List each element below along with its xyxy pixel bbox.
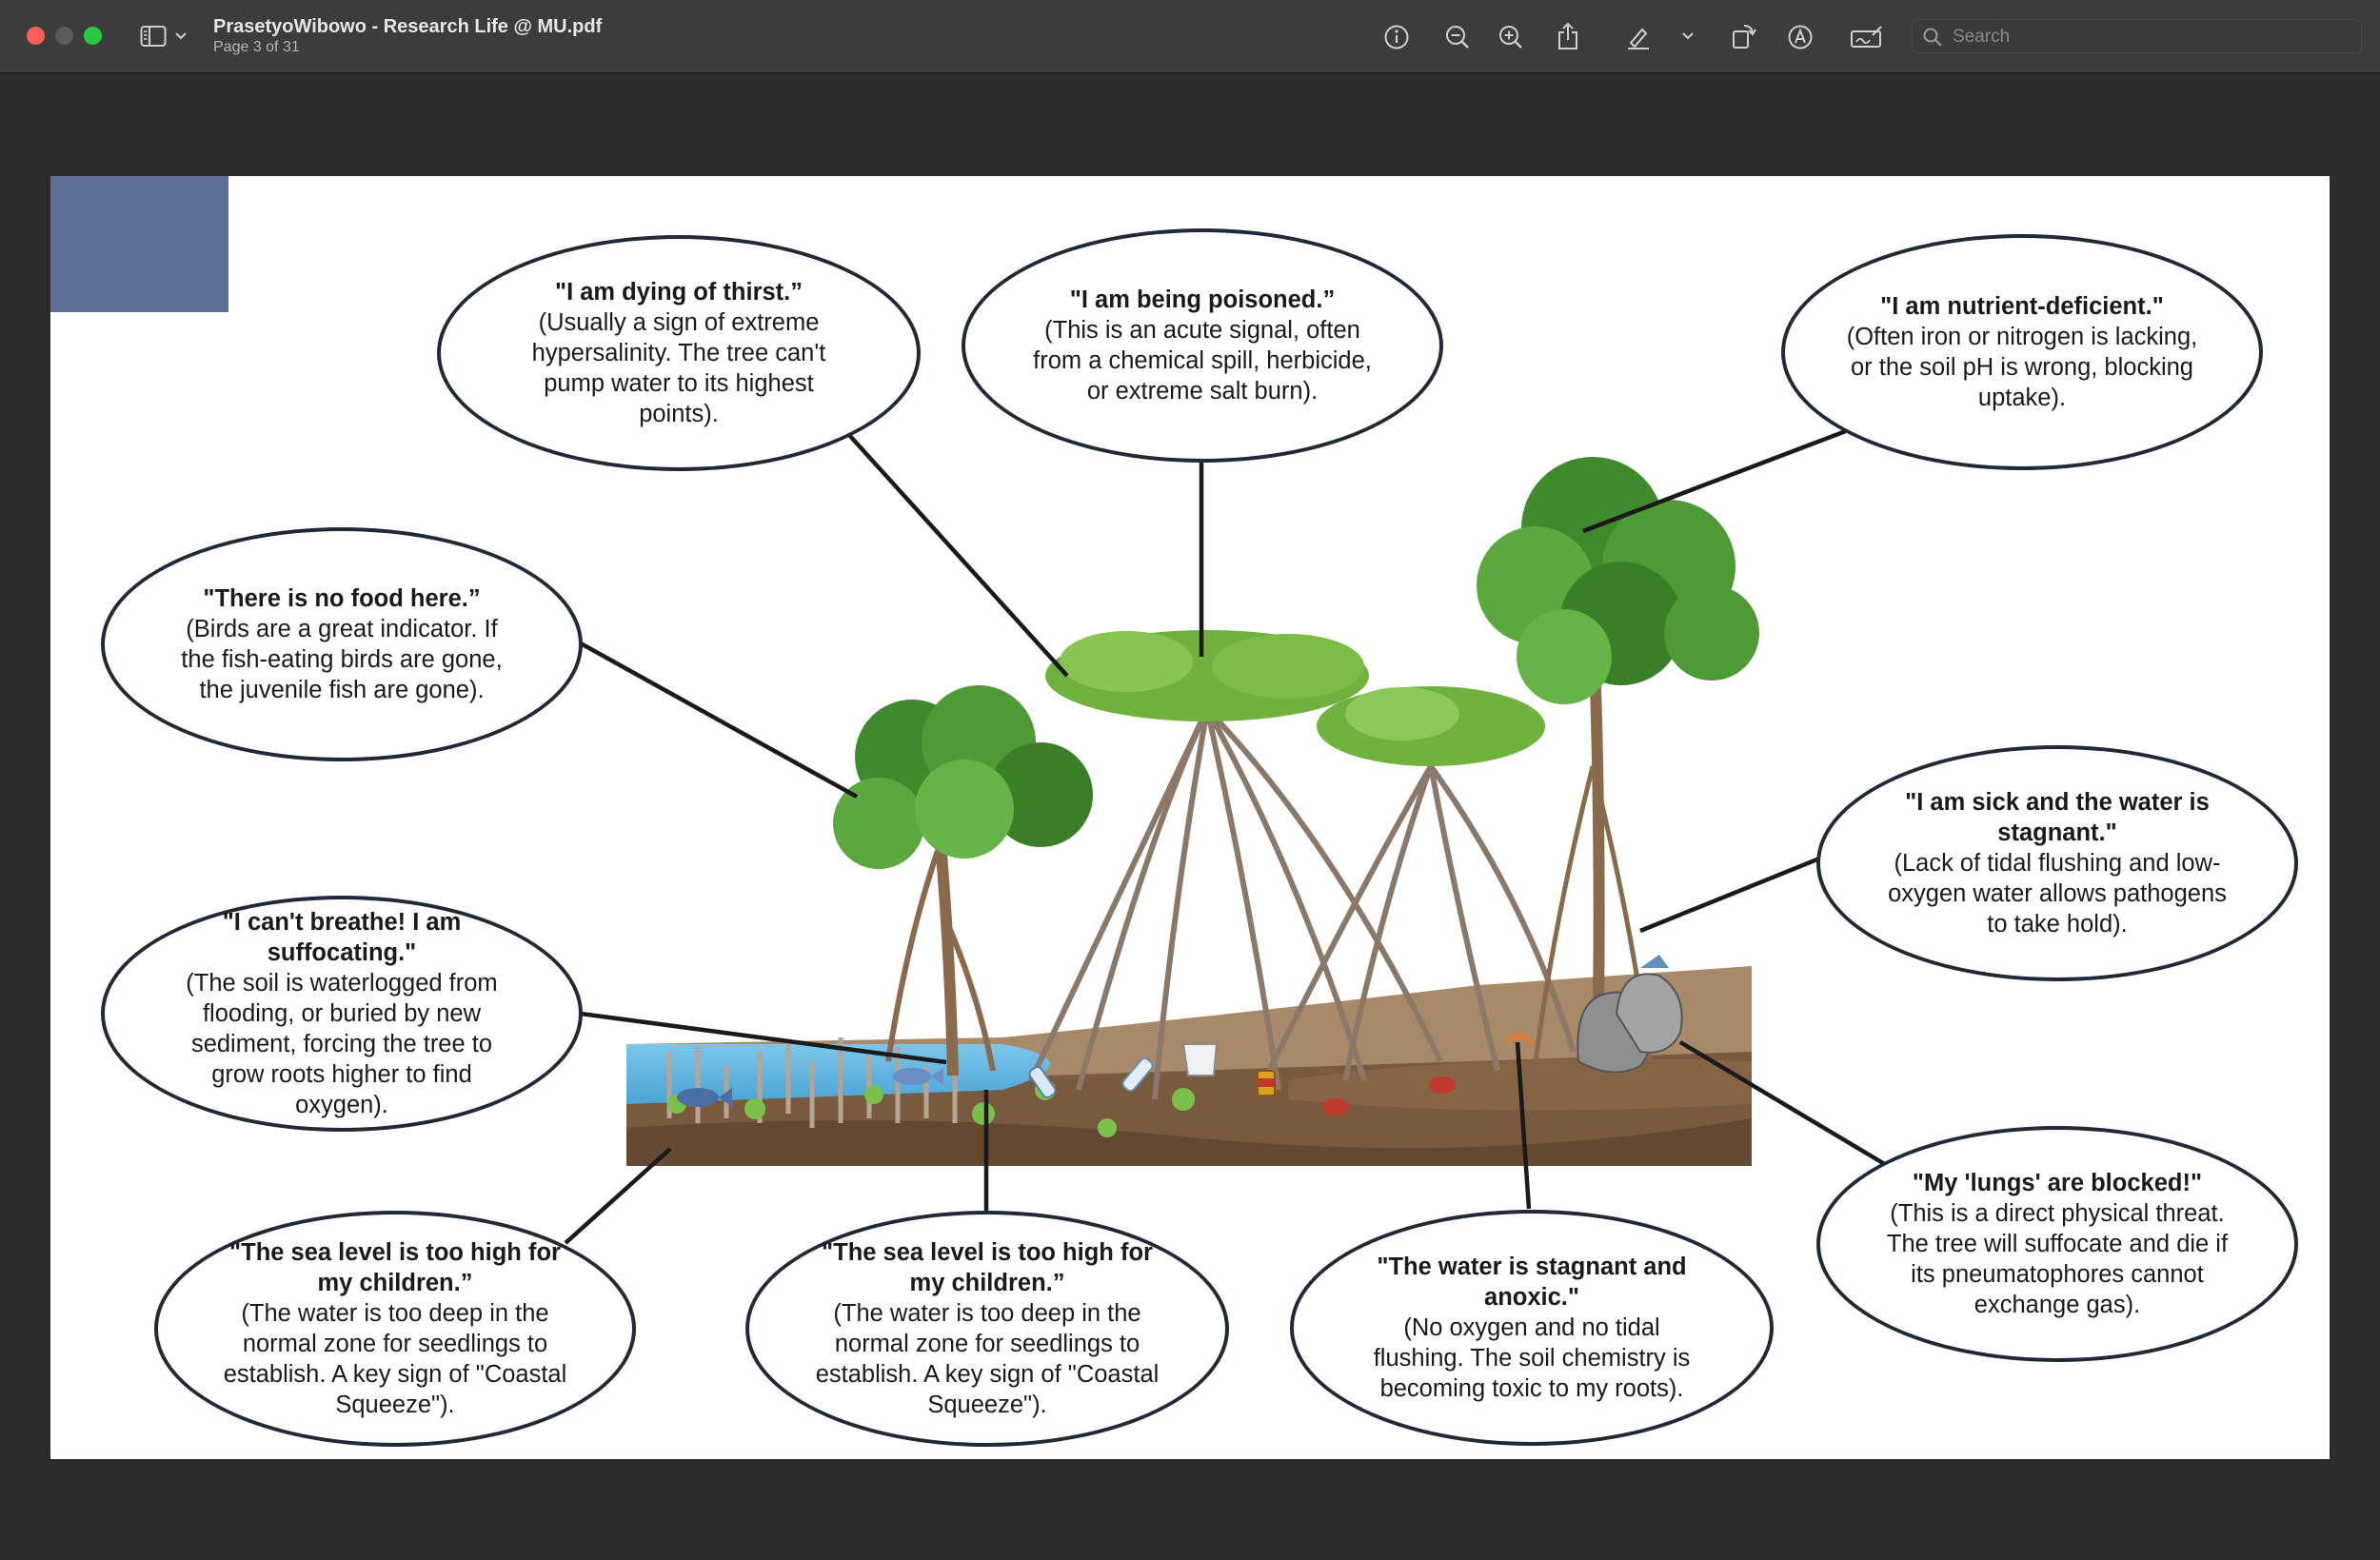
callout-title: "I can't breathe! I am suffocating." <box>222 909 462 966</box>
callout-sea-level: "The sea level is too high for my childr… <box>154 1211 636 1447</box>
sign-icon[interactable] <box>1850 23 1884 51</box>
callout-title: "I am sick and the water is stagnant." <box>1905 789 2210 846</box>
pdf-page: "I am dying of thirst.” (Usually a sign o… <box>50 176 2330 1459</box>
corner-color-block <box>50 176 228 312</box>
callout-title: "The sea level is too high for my childr… <box>229 1239 561 1296</box>
fish-icon <box>677 1088 732 1107</box>
callout-connectors <box>564 426 1890 1245</box>
callout-body: (This is a direct physical threat. The t… <box>1886 1200 2229 1318</box>
callout-poisoned: "I am being poisoned.” (This is an acute … <box>962 228 1443 463</box>
highlight-pen-icon[interactable] <box>1624 23 1653 51</box>
share-icon[interactable] <box>1555 21 1581 51</box>
mangrove-tree-right <box>1477 457 1759 1062</box>
callout-body: (The water is too deep in the normal zon… <box>815 1300 1160 1418</box>
shrimp-icon <box>1504 1033 1534 1046</box>
callout-title: "My 'lungs' are blocked!" <box>1912 1170 2203 1196</box>
minimize-window-button[interactable] <box>55 27 73 45</box>
callout-nutrient: "I am nutrient-deficient." (Often iron or… <box>1781 234 2263 470</box>
search-icon <box>1922 27 1943 52</box>
page-indicator: Page 3 of 31 <box>213 39 300 55</box>
rotate-icon[interactable] <box>1730 21 1758 51</box>
callout-body: (Usually a sign of extreme hypersalinity… <box>531 309 826 427</box>
callout-lungs: "My 'lungs' are blocked!" (This is a dire… <box>1816 1126 2298 1362</box>
callout-body: (No oxygen and no tidal flushing. The so… <box>1373 1314 1691 1402</box>
callout-breathe: "I can't breathe! I am suffocating."(The… <box>101 896 583 1132</box>
callout-body: (Often iron or nitrogen is lacking, or t… <box>1846 324 2198 411</box>
maximize-window-button[interactable] <box>84 27 102 45</box>
document-title: PrasetyoWibowo - Research Life @ MU.pdf <box>213 16 603 37</box>
chevron-down-icon[interactable] <box>1680 29 1696 44</box>
search-field[interactable] <box>1912 19 2362 53</box>
callout-title: "The sea level is too high for my childr… <box>822 1239 1153 1296</box>
tin-can-icon <box>1257 1070 1276 1096</box>
callout-stagnant: "The water is stagnant and anoxic."(No o… <box>1290 1210 1774 1446</box>
plastic-bottle-icon <box>1028 1066 1057 1098</box>
pneumatophores <box>666 1037 958 1128</box>
callout-body: (The soil is waterlogged from flooding, … <box>186 970 498 1118</box>
plastic-bag-icon <box>1181 1043 1219 1076</box>
callout-title: "There is no food here.” <box>203 585 481 612</box>
mangrove-prop-roots <box>1028 706 1577 1100</box>
fish-icon <box>893 1068 943 1085</box>
markup-icon[interactable] <box>1786 23 1815 51</box>
callout-body: (This is an acute signal, often from a c… <box>1033 317 1372 405</box>
zoom-out-icon[interactable] <box>1443 23 1472 51</box>
callout-thirst: "I am dying of thirst.” (Usually a sign o… <box>437 235 921 471</box>
mangrove-illustration <box>564 426 1890 1245</box>
chevron-down-icon[interactable] <box>173 29 188 44</box>
callout-body: (Birds are a great indicator. If the fis… <box>181 616 503 703</box>
sidebar-icon[interactable] <box>139 23 168 49</box>
mangrove-canopy-center <box>1045 630 1545 766</box>
callout-sick: "I am sick and the water is stagnant."(L… <box>1816 745 2298 981</box>
close-window-button[interactable] <box>27 27 45 45</box>
callout-title: "I am dying of thirst.” <box>554 279 803 306</box>
callout-title: "I am nutrient-deficient." <box>1880 293 2164 320</box>
crab-icon <box>1429 1076 1456 1094</box>
callout-body: (Lack of tidal flushing and low-oxygen w… <box>1888 850 2227 938</box>
mangrove-tree-left <box>833 685 1093 1076</box>
search-input[interactable] <box>1951 24 2354 50</box>
window-toolbar: PrasetyoWibowo - Research Life @ MU.pdf … <box>0 0 2380 73</box>
crab-icon <box>1322 1098 1349 1116</box>
plastic-bottle-icon <box>1121 1056 1154 1093</box>
seedlings <box>667 1079 1195 1137</box>
info-icon[interactable] <box>1382 23 1411 51</box>
callout-title: "The water is stagnant and anoxic." <box>1377 1254 1687 1311</box>
zoom-in-icon[interactable] <box>1497 23 1525 51</box>
callout-body: (The water is too deep in the normal zon… <box>223 1300 567 1418</box>
callout-food: "There is no food here.” (Birds are a gre… <box>101 527 583 761</box>
callout-title: "I am being poisoned.” <box>1069 286 1336 313</box>
garbage-bag-icon <box>1577 955 1683 1074</box>
callout-sea-level: "The sea level is too high for my childr… <box>745 1211 1229 1447</box>
